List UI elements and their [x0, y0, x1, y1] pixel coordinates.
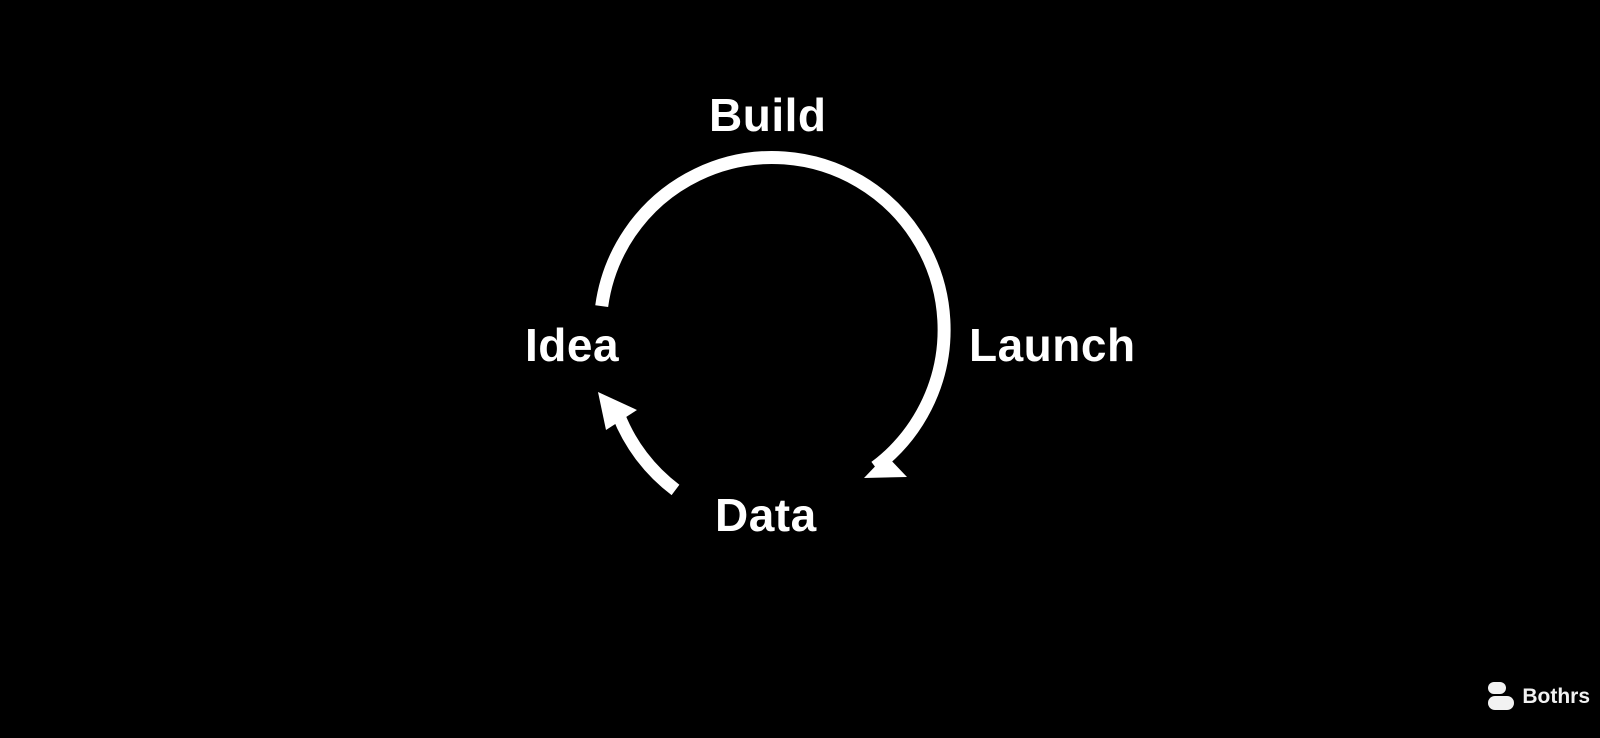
watermark-brand-text: Bothrs — [1522, 684, 1590, 708]
arrowhead-to-idea — [598, 392, 637, 430]
stage-label-idea: Idea — [525, 319, 620, 371]
stage-label-data: Data — [715, 489, 817, 541]
bothrs-logo-icon — [1488, 682, 1515, 710]
brand-watermark: Bothrs — [1487, 681, 1590, 711]
arc-data-to-idea — [612, 412, 680, 496]
arrowhead-to-data — [864, 455, 907, 478]
arc-idea-to-launch — [595, 151, 951, 473]
stage-label-build: Build — [709, 89, 827, 141]
stage-label-launch: Launch — [969, 319, 1136, 371]
